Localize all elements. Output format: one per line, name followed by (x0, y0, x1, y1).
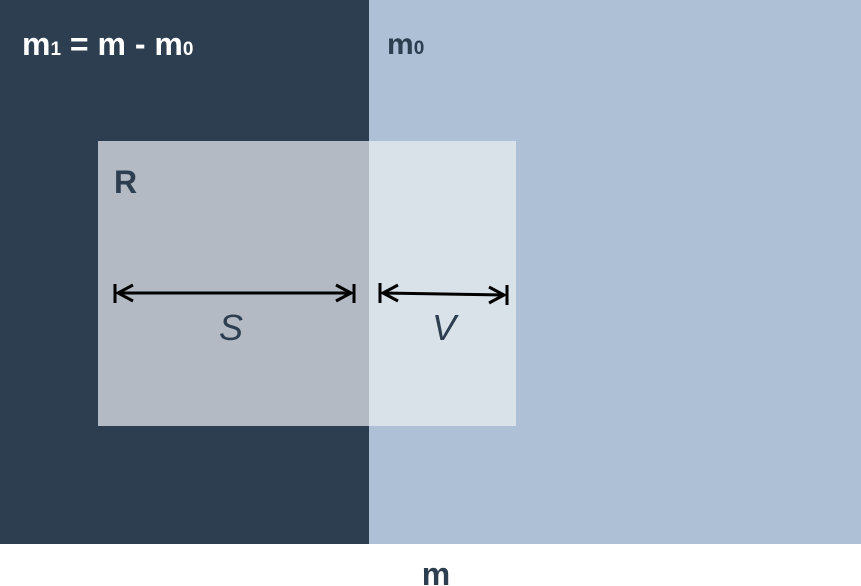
v-label: V (432, 307, 459, 348)
m1-label: m1 = m - m0 (22, 26, 193, 62)
rejected-region-right-part (369, 141, 516, 426)
s-span-arrow (113, 283, 356, 303)
total-m-label: m (422, 556, 450, 586)
s-label: S (219, 307, 243, 348)
v-span-arrow (378, 283, 509, 305)
rejected-region-left-part (98, 141, 369, 426)
m0-label: m0 (387, 28, 424, 61)
rejected-label: R (114, 164, 137, 200)
